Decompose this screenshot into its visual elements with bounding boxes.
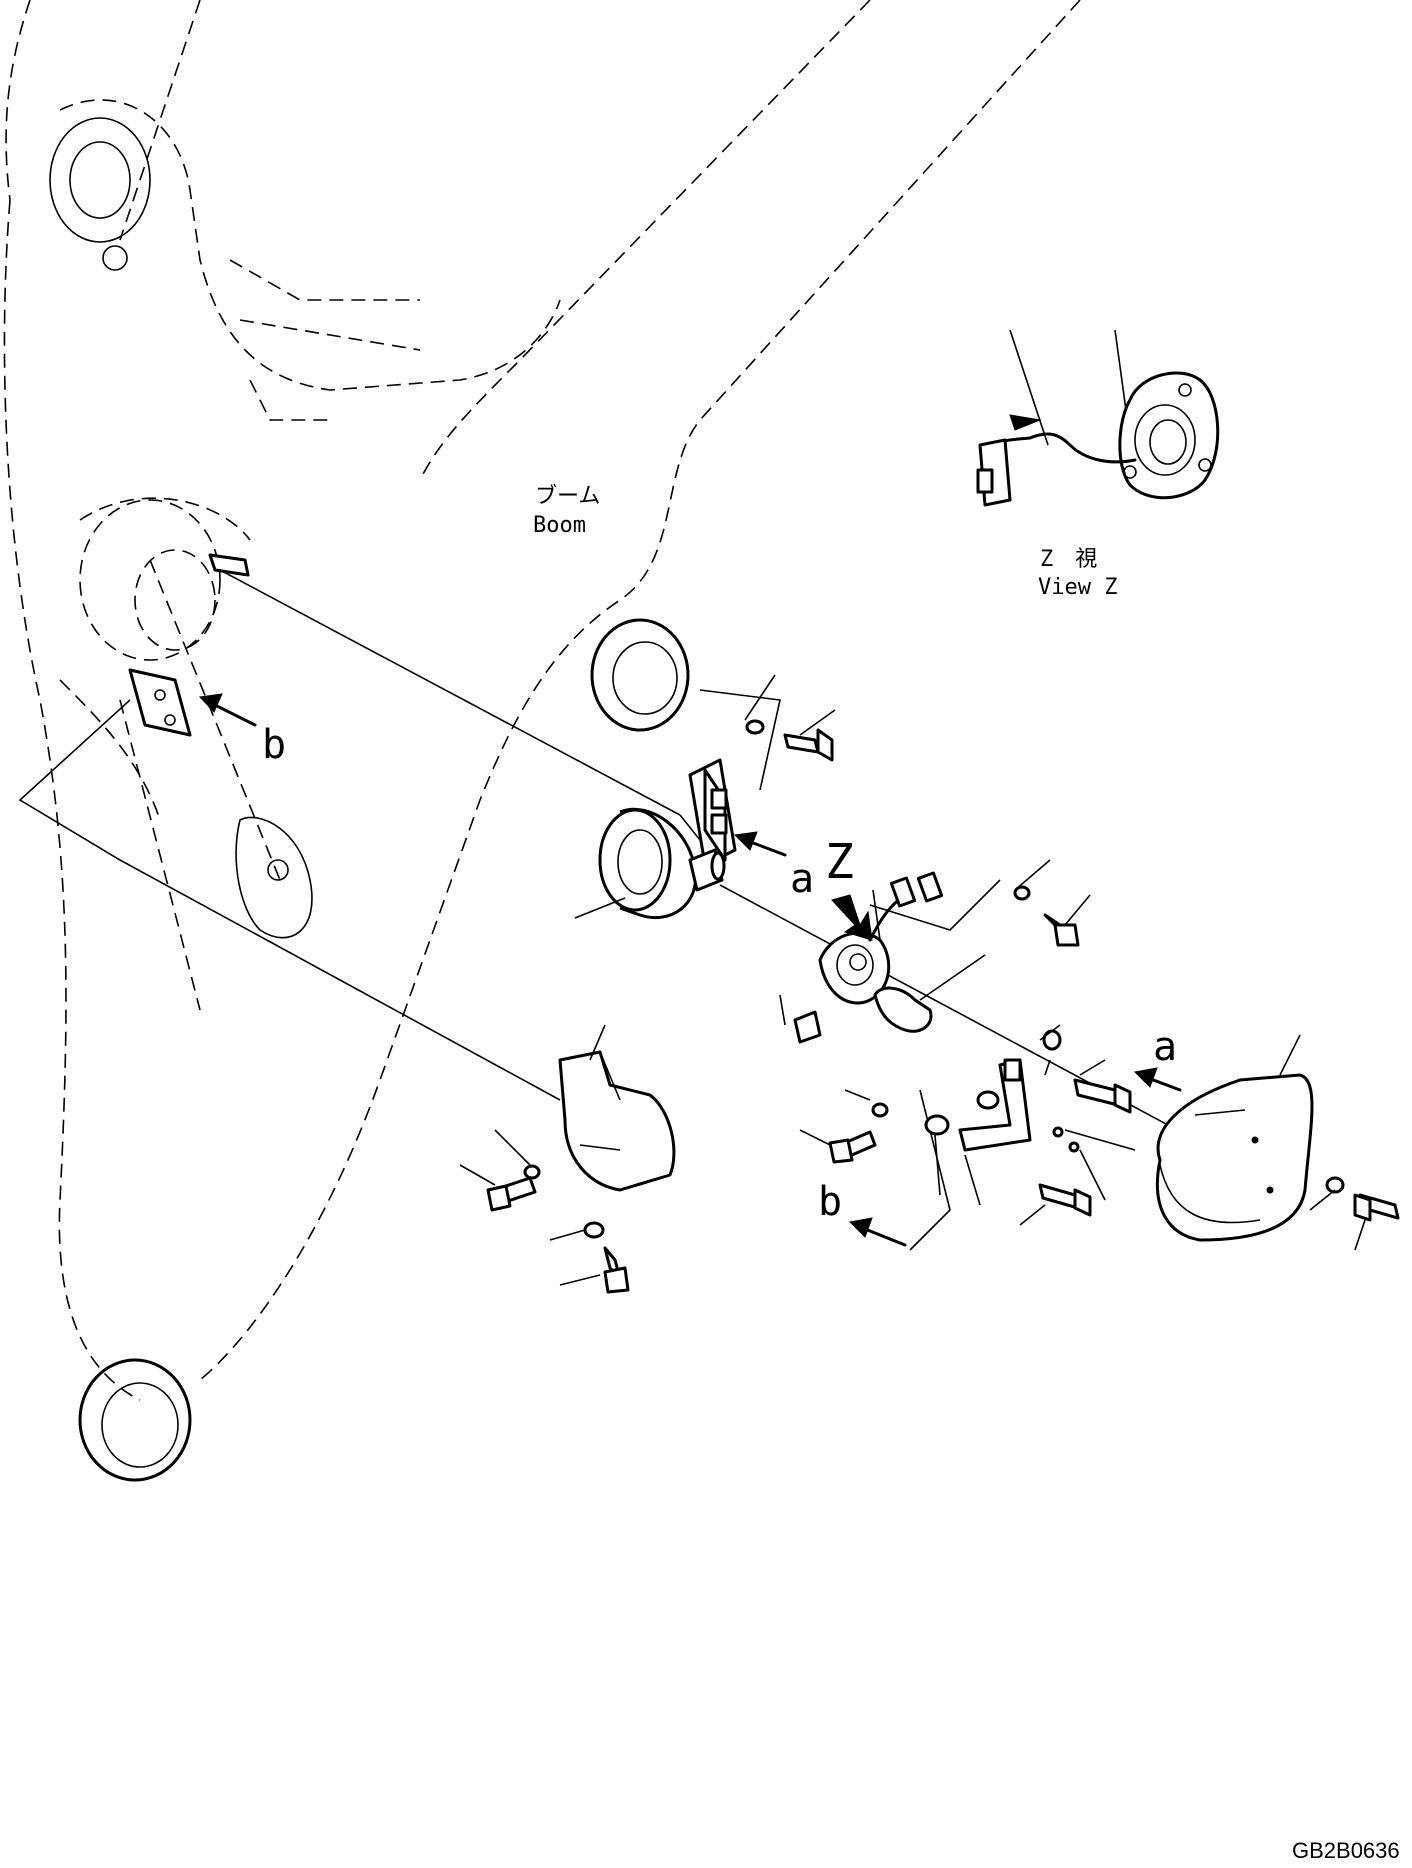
boom-shaft-end xyxy=(79,499,221,661)
sensor-key xyxy=(793,1010,822,1044)
boom-pin-boss-top xyxy=(49,117,151,271)
boom-label-jp: ブーム xyxy=(535,484,600,509)
arrow-a-center-label: a xyxy=(790,856,814,902)
washer-8 xyxy=(1325,1176,1345,1194)
arrow-b-right-label: b xyxy=(818,1179,842,1225)
washer-5 xyxy=(924,1114,950,1136)
arrow-b-left xyxy=(198,693,257,727)
arrow-a-right-label: a xyxy=(1153,1024,1177,1070)
arrow-b-right xyxy=(848,1217,907,1247)
washer-4 xyxy=(976,1090,1000,1110)
bolt-5 xyxy=(1038,1183,1092,1217)
sensor-cover xyxy=(1155,1073,1314,1242)
sensor-cable xyxy=(868,871,944,942)
washer-1 xyxy=(745,719,765,735)
bolt-4 xyxy=(828,1130,877,1164)
boom-outline xyxy=(3,0,1081,1401)
boom-bracket xyxy=(235,816,313,939)
view-z-label-jp: Z 視 xyxy=(1040,547,1097,572)
washer-7 xyxy=(1052,1126,1080,1153)
bolt-6 xyxy=(1353,1193,1400,1222)
boom-label-en: Boom xyxy=(533,513,586,538)
spacer-ring xyxy=(598,807,698,920)
washer-3 xyxy=(1042,1029,1062,1051)
arrow-a-center xyxy=(733,831,787,857)
leader-lines xyxy=(459,329,1366,1286)
bolt-3 xyxy=(1073,1078,1132,1114)
sensor-bracket-plate xyxy=(688,758,737,867)
view-z-detail xyxy=(976,371,1220,507)
angle-sensor xyxy=(818,931,891,1005)
arrow-b-left-label: b xyxy=(262,722,286,768)
bolt-7 xyxy=(486,1176,537,1212)
sensor-shaft xyxy=(688,848,726,892)
view-z-label-en: View Z xyxy=(1038,575,1117,600)
l-bracket xyxy=(958,1058,1032,1152)
washer-10 xyxy=(583,1221,605,1239)
boom-mount-tab-a xyxy=(208,553,250,577)
washer-6 xyxy=(871,1102,889,1118)
arrow-z-view xyxy=(831,894,873,941)
protector-cover xyxy=(558,1050,676,1192)
stopper-plate xyxy=(873,986,933,1033)
boom-pin-boss-bottom xyxy=(78,1358,192,1482)
drawing-code: GB2B0636 xyxy=(1292,1838,1400,1863)
bolt-1 xyxy=(783,728,834,762)
arrow-z-label: Z xyxy=(825,834,854,890)
bolt-2 xyxy=(1043,913,1080,947)
boom-pin-boss-center xyxy=(590,618,690,732)
boom-mount-tab-b xyxy=(128,668,192,737)
bolt-8 xyxy=(603,1246,630,1294)
washer-2 xyxy=(1013,885,1031,901)
arrow-a-right xyxy=(1133,1067,1182,1092)
washer-9 xyxy=(523,1164,541,1180)
